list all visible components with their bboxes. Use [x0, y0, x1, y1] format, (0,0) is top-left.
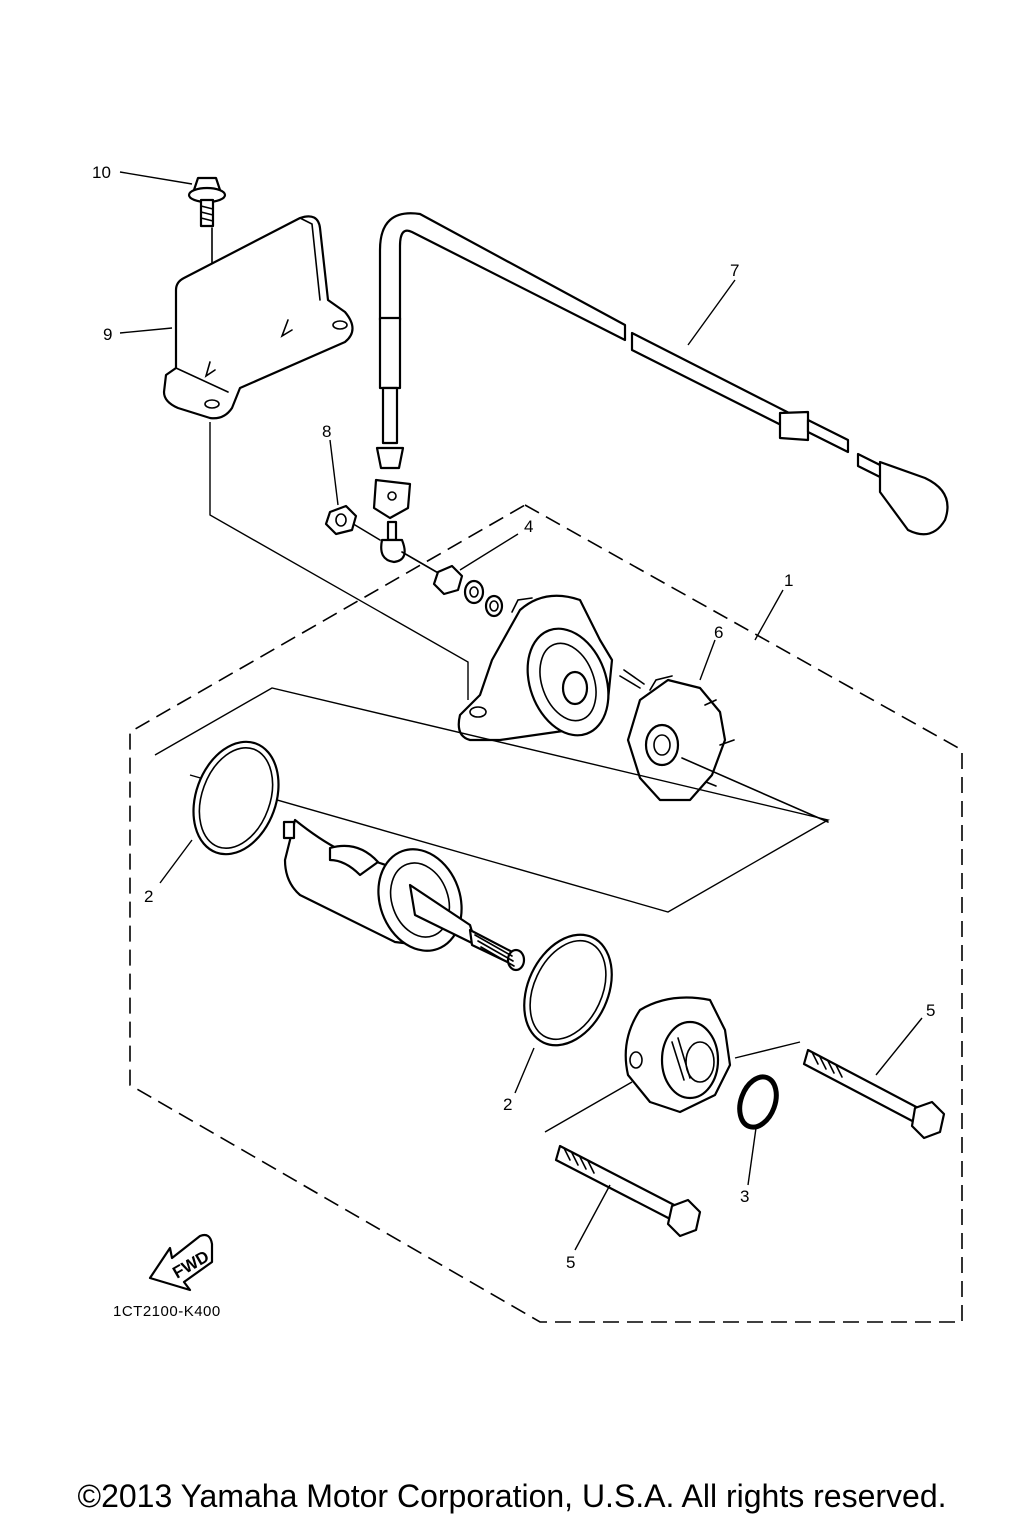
brush-screw — [619, 669, 645, 689]
front-cover[interactable] — [624, 996, 732, 1114]
o-ring-2-lower[interactable] — [507, 921, 629, 1060]
nut-washer-set-4[interactable] — [432, 564, 504, 618]
bolt-5-lower[interactable] — [554, 1144, 702, 1238]
rear-cover[interactable] — [457, 594, 623, 747]
fwd-arrow-icon: FWD — [148, 1233, 214, 1292]
starter-assembly-outline — [129, 504, 963, 1323]
bracket-9[interactable] — [162, 215, 354, 420]
yoke-alignment-line — [154, 687, 830, 913]
callout-5-upper: 5 — [926, 1001, 935, 1020]
callout-1: 1 — [784, 571, 793, 590]
brush-holder-6[interactable] — [626, 675, 735, 802]
bolt-10[interactable] — [187, 176, 227, 228]
callout-8: 8 — [322, 422, 331, 441]
callout-2-upper: 2 — [144, 887, 153, 906]
callout-9: 9 — [103, 325, 112, 344]
starter-yoke-armature[interactable] — [282, 818, 526, 972]
copyright-notice: ©2013 Yamaha Motor Corporation, U.S.A. A… — [77, 1478, 947, 1514]
callout-5-lower: 5 — [566, 1253, 575, 1272]
callout-7: 7 — [730, 261, 739, 280]
callout-leaders — [119, 171, 923, 1251]
callout-2-lower: 2 — [503, 1095, 512, 1114]
cable-7[interactable] — [372, 212, 949, 564]
diagram-code: 1CT2100-K400 — [113, 1303, 221, 1320]
o-ring-3[interactable] — [733, 1072, 783, 1132]
bolt-5-upper[interactable] — [802, 1048, 946, 1140]
callout-4: 4 — [524, 517, 533, 536]
nut-8[interactable] — [324, 504, 358, 536]
o-ring-2-upper[interactable] — [179, 730, 294, 866]
callout-3: 3 — [740, 1187, 749, 1206]
bracket-mount-line — [209, 422, 469, 700]
front-cover-bolt-line — [544, 1041, 801, 1133]
assembly-axis-line — [681, 757, 829, 823]
callout-6: 6 — [714, 623, 723, 642]
callout-10: 10 — [92, 163, 111, 182]
cable-terminal-line — [349, 521, 441, 575]
